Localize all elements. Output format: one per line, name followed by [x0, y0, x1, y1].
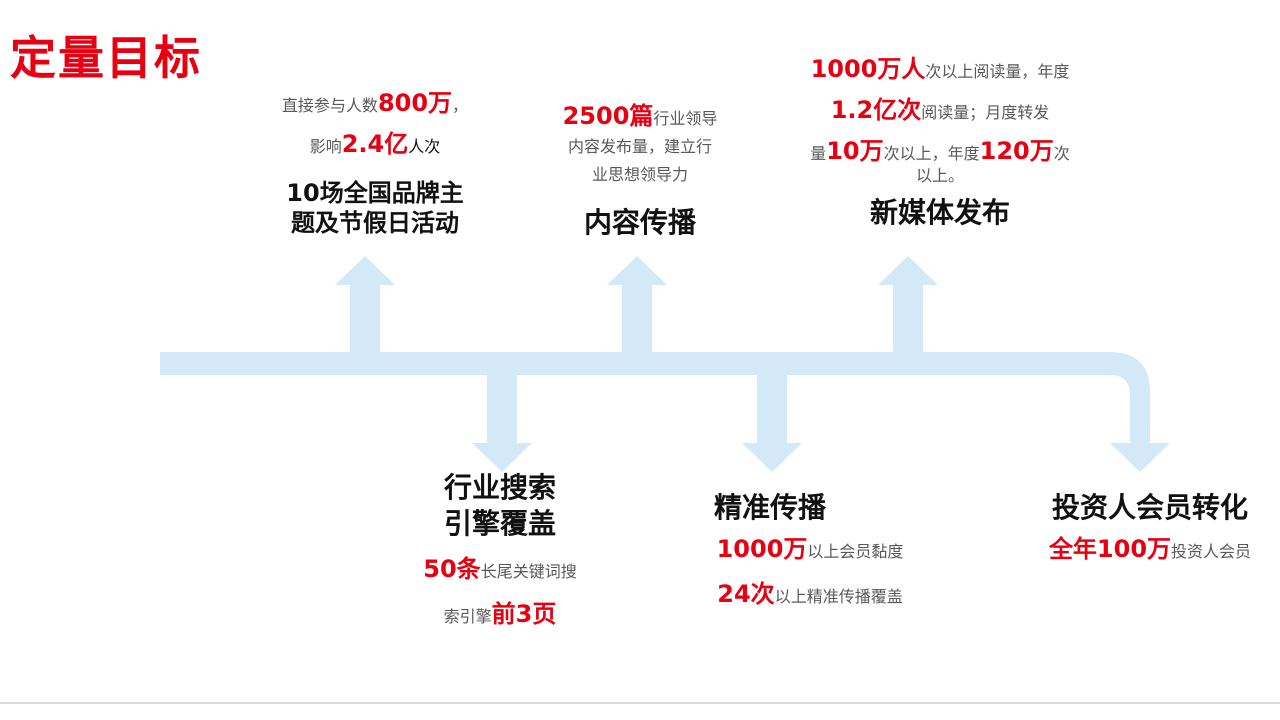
highlight-value: 1.2亿次 [830, 96, 922, 124]
desc-text: 直接参与人数 [281, 96, 378, 115]
desc-line: 50条长尾关键词搜 [380, 548, 620, 593]
desc-line: 内容发布量，建立行 [567, 137, 712, 156]
up-arrow-2 [607, 256, 667, 352]
goal-precise-spread-desc: 1000万以上会员黏度 24次以上精准传播覆盖 [660, 528, 960, 618]
desc-text: ， [452, 96, 469, 115]
goal-search-coverage-desc: 50条长尾关键词搜 索引擎前3页 [380, 548, 620, 638]
desc-text: 次以上阅读量，年度 [925, 62, 1070, 81]
desc-text: 投资人会员 [1171, 542, 1252, 561]
desc-text: 次以上，年度 [883, 144, 980, 163]
goal-brand-events: 直接参与人数800万， 影响2.4亿人次 10场全国品牌主 题及节假日活动 [230, 84, 520, 238]
down-arrow-3-head [1110, 443, 1170, 472]
down-arrow-2 [742, 375, 802, 472]
main-flow-band [160, 352, 1150, 445]
highlight-value: 1000万 [716, 535, 808, 563]
heading-line-2: 引擎覆盖 [443, 507, 556, 540]
goal-investor-conversion: 投资人会员转化 全年100万投资人会员 [1025, 486, 1275, 573]
desc-line: 影响2.4亿人次 [230, 125, 520, 166]
desc-text: 人次 [408, 137, 441, 156]
desc-line: 索引擎前3页 [380, 593, 620, 638]
goal-precise-spread: 精准传播 1000万以上会员黏度 24次以上精准传播覆盖 [660, 486, 960, 618]
desc-line: 1.2亿次阅读量；月度转发 [775, 91, 1105, 132]
desc-text: 量 [810, 144, 827, 163]
highlight-value: 24次 [717, 580, 775, 608]
desc-line: 以上。 [915, 166, 964, 185]
goal-content-spread: 2500篇行业领导 内容发布量，建立行 业思想领导力 内容传播 [525, 102, 755, 241]
heading-line-1: 10场全国品牌主 [286, 179, 464, 207]
down-arrow-1 [472, 375, 532, 472]
goal-brand-events-desc: 直接参与人数800万， 影响2.4亿人次 [230, 84, 520, 166]
highlight-value: 50条 [423, 555, 481, 583]
desc-text: 以上会员黏度 [807, 542, 904, 561]
highlight-value: 2.4亿 [341, 130, 409, 158]
highlight-value: 2500篇 [562, 102, 654, 130]
desc-text: 影响 [309, 137, 342, 156]
highlight-value: 前3页 [491, 600, 557, 628]
desc-line: 业思想领导力 [591, 165, 688, 184]
goal-heading: 精准传播 [713, 491, 826, 524]
goal-heading: 投资人会员转化 [1051, 491, 1248, 524]
desc-line: 1000万以上会员黏度 [660, 528, 960, 573]
goal-content-spread-desc: 2500篇行业领导 内容发布量，建立行 业思想领导力 [525, 102, 755, 189]
desc-text: 索引擎 [443, 607, 492, 626]
up-arrow-1 [335, 256, 395, 352]
highlight-value: 1000万人 [810, 55, 926, 83]
bottom-divider [0, 702, 1280, 704]
highlight-value: 800万 [377, 89, 453, 117]
highlight-value: 全年100万 [1048, 535, 1172, 563]
desc-text: 以上精准传播覆盖 [774, 587, 903, 606]
desc-text: 长尾关键词搜 [480, 562, 577, 581]
up-arrow-3 [878, 256, 938, 352]
goal-heading: 行业搜索 引擎覆盖 [380, 470, 620, 542]
goal-search-coverage: 行业搜索 引擎覆盖 50条长尾关键词搜 索引擎前3页 [380, 470, 620, 638]
goal-heading: 内容传播 [583, 206, 696, 239]
highlight-value: 10万 [826, 137, 884, 165]
goal-investor-conversion-desc: 全年100万投资人会员 [1025, 528, 1275, 573]
heading-line-2: 题及节假日活动 [291, 209, 459, 237]
desc-line: 24次以上精准传播覆盖 [660, 573, 960, 618]
goal-new-media-desc: 1000万人次以上阅读量，年度 1.2亿次阅读量；月度转发 量10万次以上，年度… [775, 50, 1105, 173]
goal-heading: 新媒体发布 [869, 196, 1010, 229]
desc-text: 次 [1053, 144, 1070, 163]
desc-line: 量10万次以上，年度120万次 [775, 132, 1105, 173]
desc-line: 全年100万投资人会员 [1025, 528, 1275, 573]
heading-line-1: 行业搜索 [443, 471, 556, 504]
desc-line: 2500篇行业领导 [525, 102, 755, 133]
goal-heading: 10场全国品牌主 题及节假日活动 [230, 178, 520, 238]
desc-line: 1000万人次以上阅读量，年度 [775, 50, 1105, 91]
desc-line: 直接参与人数800万， [230, 84, 520, 125]
page-title: 定量目标 [10, 31, 202, 85]
highlight-value: 120万 [979, 137, 1054, 165]
goal-new-media: 1000万人次以上阅读量，年度 1.2亿次阅读量；月度转发 量10万次以上，年度… [775, 50, 1105, 231]
desc-text: 阅读量；月度转发 [921, 103, 1050, 122]
desc-text: 行业领导 [653, 109, 718, 128]
